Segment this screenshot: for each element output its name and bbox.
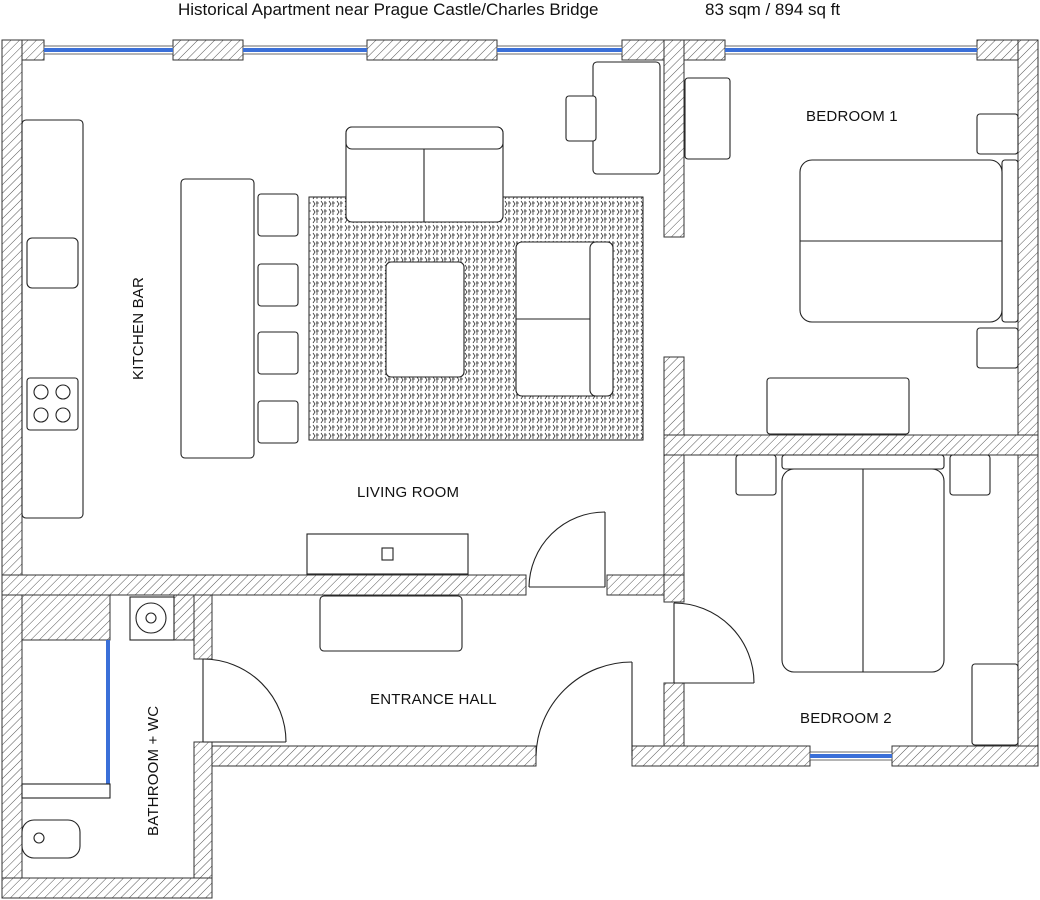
bedroom1-headboard bbox=[1001, 159, 1019, 323]
wall-living-bedroom-lower bbox=[663, 356, 685, 576]
dining-chair bbox=[565, 95, 597, 142]
bedroom-1: BEDROOM 1 bbox=[684, 77, 1019, 435]
door-entrance bbox=[535, 661, 633, 757]
room-label-bedroom-1: BEDROOM 1 bbox=[806, 108, 898, 125]
windows bbox=[43, 45, 978, 784]
door-living-hall bbox=[528, 511, 606, 588]
wall-bathroom-bottom bbox=[1, 877, 213, 899]
window-2 bbox=[242, 45, 368, 55]
dining-table bbox=[592, 61, 661, 175]
bedroom1-nightstand-top bbox=[976, 113, 1019, 155]
kitchen-bar-counter bbox=[180, 178, 255, 459]
wall-bathroom-shower-top bbox=[21, 594, 111, 641]
wall-bathroom-right-upper bbox=[193, 594, 213, 660]
bedroom2-wardrobe bbox=[971, 663, 1019, 746]
bedroom2-nightstand-left bbox=[735, 454, 777, 496]
coffee-table bbox=[385, 261, 465, 378]
bar-stool-2 bbox=[257, 263, 299, 307]
wall-living-bedroom1-upper bbox=[663, 39, 685, 238]
bedroom2-headboard bbox=[781, 454, 945, 470]
bar-stool-1 bbox=[257, 193, 299, 237]
door-bedroom2 bbox=[673, 602, 755, 684]
wall-bedroom2-bottom-right bbox=[891, 745, 1039, 767]
sofa-right bbox=[515, 241, 614, 397]
room-label-kitchen-bar: KITCHEN BAR bbox=[130, 277, 147, 380]
plan-title: Historical Apartment near Prague Castle/… bbox=[178, 0, 598, 19]
window-4 bbox=[724, 45, 978, 55]
entrance-hall: ENTRANCE HALL bbox=[319, 595, 497, 708]
window-bedroom2 bbox=[809, 751, 893, 761]
wall-living-bottom-left bbox=[1, 574, 527, 596]
window-3 bbox=[496, 45, 623, 55]
hall-bench bbox=[319, 595, 463, 652]
walls bbox=[1, 39, 1039, 899]
sofa-top bbox=[345, 126, 504, 223]
bedroom2-nightstand-right bbox=[949, 454, 991, 496]
tv-stand bbox=[381, 547, 394, 561]
burner-3 bbox=[33, 407, 49, 423]
living-room: LIVING ROOM bbox=[306, 61, 661, 575]
kitchen-counter bbox=[21, 119, 84, 519]
window-1 bbox=[43, 45, 174, 55]
room-label-bathroom: BATHROOM + WC bbox=[145, 706, 162, 836]
plan-area: 83 sqm / 894 sq ft bbox=[705, 0, 840, 19]
bar-stool-3 bbox=[257, 331, 299, 375]
wall-hall-bottom-left bbox=[193, 745, 537, 767]
bedroom-2: BEDROOM 2 bbox=[735, 454, 1019, 746]
room-label-living-room: LIVING ROOM bbox=[357, 484, 459, 501]
wall-top-3 bbox=[366, 39, 498, 61]
bedroom1-dresser bbox=[766, 377, 910, 435]
toilet bbox=[21, 819, 81, 859]
cooktop bbox=[26, 377, 79, 431]
burner-2 bbox=[55, 384, 71, 400]
kitchen-sink bbox=[26, 237, 79, 289]
door-bathroom bbox=[202, 658, 287, 743]
wall-left bbox=[1, 39, 23, 899]
doors bbox=[202, 511, 755, 757]
wall-right bbox=[1017, 39, 1039, 767]
room-label-bedroom-2: BEDROOM 2 bbox=[800, 710, 892, 727]
bar-stool-4 bbox=[257, 400, 299, 444]
wall-bathroom-right-lower bbox=[193, 741, 213, 899]
wall-bathroom-sink-side bbox=[173, 594, 195, 641]
wall-top-2 bbox=[172, 39, 244, 61]
bedroom1-desk bbox=[684, 77, 731, 160]
room-label-entrance-hall: ENTRANCE HALL bbox=[370, 691, 497, 708]
kitchen: KITCHEN BAR bbox=[21, 119, 299, 519]
toilet-drain bbox=[33, 832, 45, 844]
bedroom1-nightstand-bottom bbox=[976, 327, 1019, 369]
bathroom: BATHROOM + WC bbox=[21, 596, 175, 859]
burner-1 bbox=[33, 384, 49, 400]
burner-4 bbox=[55, 407, 71, 423]
wall-hall-bedroom2-upper bbox=[663, 574, 685, 603]
wall-bedroom1-bedroom2 bbox=[663, 434, 1039, 456]
wall-hall-bottom-right bbox=[631, 745, 811, 767]
sink-drain bbox=[145, 612, 157, 624]
shower-bench bbox=[21, 783, 111, 799]
